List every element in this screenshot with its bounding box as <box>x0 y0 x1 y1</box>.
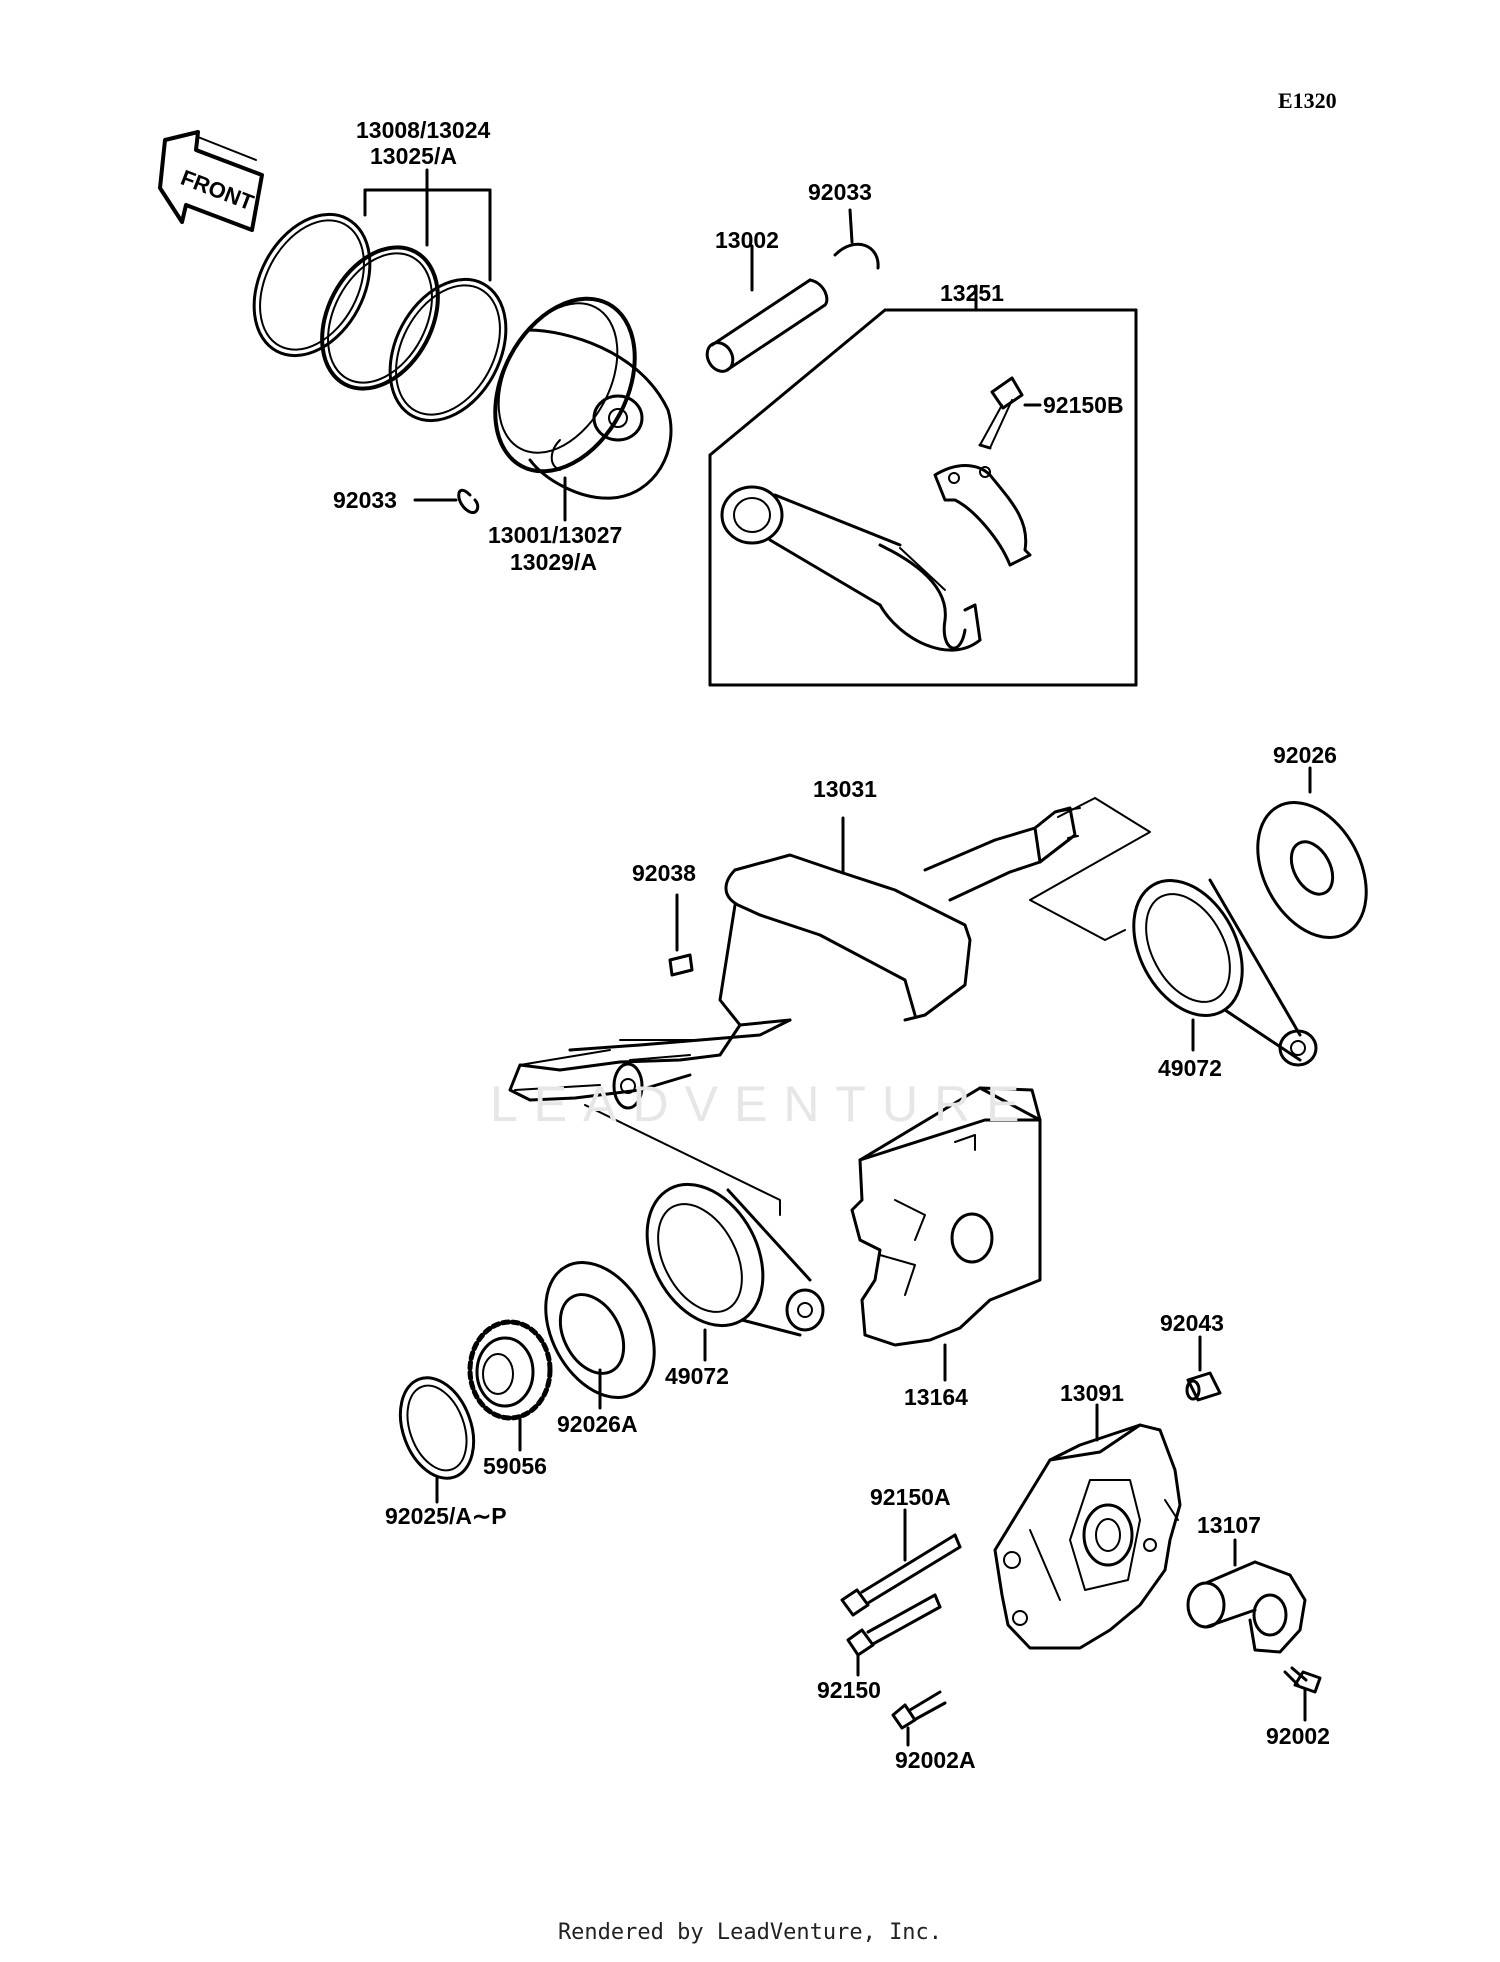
label-shim: 92025/A∼P <box>385 1503 507 1529</box>
label-crankshaft: 13031 <box>813 776 877 802</box>
conrod-box <box>708 284 1138 687</box>
bolt-002a-icon <box>891 1690 947 1730</box>
label-gear: 59056 <box>483 1453 547 1479</box>
label-bolt-a: 92150A <box>870 1484 951 1510</box>
label-piston-2: 13029/A <box>510 549 597 575</box>
front-arrow-icon <box>158 130 264 232</box>
rod-bolt-icon <box>978 376 1024 450</box>
label-washer-right: 92026 <box>1273 742 1337 768</box>
bolt-a-icon <box>840 1533 962 1617</box>
label-holder: 13107 <box>1197 1512 1261 1538</box>
rod-cap-icon <box>933 464 1032 567</box>
balancer-left-icon <box>645 1182 825 1337</box>
label-dowel: 92043 <box>1160 1310 1224 1336</box>
bolt-icon <box>846 1593 942 1657</box>
label-conrod: 13251 <box>940 280 1004 306</box>
piston-icon <box>493 296 673 500</box>
connecting-rod-icon <box>720 485 982 652</box>
shim-icon <box>398 1376 476 1480</box>
label-pin: 13002 <box>715 227 779 253</box>
label-bolt: 92150 <box>817 1677 881 1703</box>
crankshaft-icon <box>508 806 1081 1110</box>
circlip-top-leader <box>848 208 854 244</box>
label-rings-1: 13008/13024 <box>356 117 491 143</box>
label-clip-left: 92033 <box>333 487 397 513</box>
piston-pin-icon <box>705 278 829 373</box>
label-piston-1: 13001/13027 <box>488 522 623 548</box>
bolt-002-icon <box>1283 1666 1322 1694</box>
dowel-icon <box>1185 1371 1222 1402</box>
key-icon <box>668 953 694 977</box>
washer-right-icon <box>1256 801 1368 939</box>
label-washer-mid: 92026A <box>557 1411 638 1437</box>
rings-leader <box>363 168 492 282</box>
label-key: 92038 <box>632 860 696 886</box>
balancer-right-icon <box>1132 878 1318 1067</box>
circlip-left-icon <box>457 488 480 515</box>
cover-icon <box>993 1423 1182 1650</box>
label-bolt-002: 92002 <box>1266 1723 1330 1749</box>
gear-icon <box>467 1319 553 1421</box>
label-balancer-weight: 13164 <box>904 1384 968 1410</box>
washer-mid-icon <box>544 1261 656 1399</box>
label-rings-2: 13025/A <box>370 143 457 169</box>
diagram-ref: E1320 <box>1278 88 1337 113</box>
footer-credit: Rendered by LeadVenture, Inc. <box>557 1920 943 1945</box>
holder-icon <box>1186 1560 1307 1654</box>
circlip-top-icon <box>833 242 880 270</box>
label-balancer-right: 49072 <box>1158 1055 1222 1081</box>
watermark: LEADVENTURE <box>490 1076 1036 1132</box>
label-rod-bolt: 92150B <box>1043 392 1124 418</box>
label-balancer-left: 49072 <box>665 1363 729 1389</box>
piston-rings-icon <box>252 212 508 423</box>
balancer-weight-icon <box>850 1086 1042 1347</box>
assembly-lines <box>584 797 1151 1216</box>
label-cover: 13091 <box>1060 1380 1124 1406</box>
label-bolt-002a: 92002A <box>895 1747 976 1773</box>
label-clip-top: 92033 <box>808 179 872 205</box>
